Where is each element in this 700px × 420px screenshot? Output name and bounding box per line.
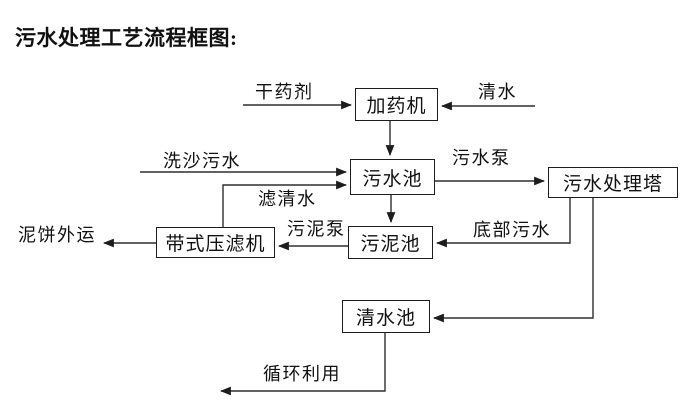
node-sewage-pool-label: 污水池 — [362, 168, 423, 190]
label-mud-cake-outbound: 泥饼外运 — [18, 225, 96, 245]
edge-filtered-water-to-sewage-pool — [222, 180, 348, 227]
node-sewage-pool: 污水池 — [350, 159, 435, 195]
label-dry-agent: 干药剂 — [255, 82, 314, 102]
node-treatment-tower-label: 污水处理塔 — [562, 174, 663, 195]
node-belt-filter-press: 带式压滤机 — [156, 227, 275, 258]
label-filtered-water: 滤清水 — [258, 189, 317, 209]
node-clean-water-pool-label: 清水池 — [355, 308, 416, 329]
label-clean-water: 清水 — [478, 82, 517, 102]
node-clean-water-pool: 清水池 — [342, 300, 430, 333]
edge-bottom-sewage-to-sludge-pool — [435, 198, 571, 248]
page-title: 污水处理工艺流程框图: — [15, 26, 238, 50]
node-sludge-pool-label: 污泥池 — [360, 234, 421, 255]
node-dosing-machine: 加药机 — [355, 88, 438, 121]
node-dosing-machine-label: 加药机 — [366, 96, 427, 117]
label-recycling: 循环利用 — [263, 364, 341, 384]
edge-clean-water-pool-to-recycling — [219, 333, 386, 396]
label-bottom-sewage: 底部污水 — [473, 220, 551, 240]
edge-treatment-tower-to-clean-water-pool — [432, 198, 594, 323]
label-sand-washing-sewage: 洗沙污水 — [163, 151, 241, 171]
label-sewage-pump: 污水泵 — [452, 148, 511, 168]
node-belt-filter-press-label: 带式压滤机 — [165, 234, 266, 255]
node-treatment-tower: 污水处理塔 — [548, 167, 678, 198]
label-sludge-pump: 污泥泵 — [287, 219, 346, 239]
node-sludge-pool: 污泥池 — [348, 226, 433, 259]
